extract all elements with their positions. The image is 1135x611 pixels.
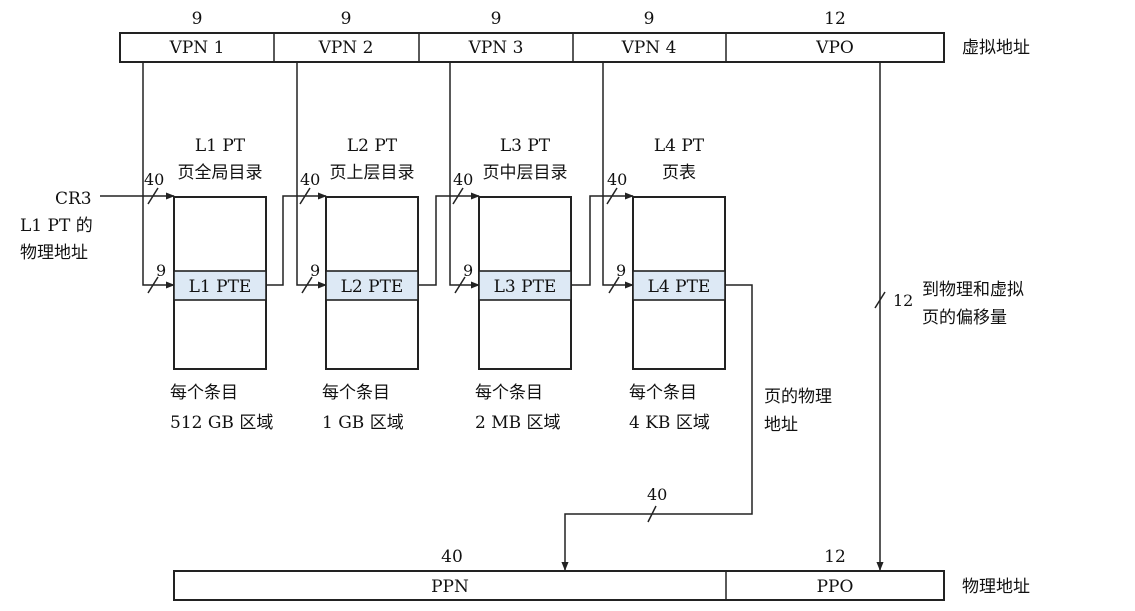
pte-label: L1 PTE — [189, 277, 252, 297]
bus-slash — [874, 291, 886, 309]
input-bits-label: 40 — [300, 170, 320, 189]
entry-desc-line1: 每个条目 — [322, 383, 390, 403]
pte-entry — [632, 270, 726, 301]
bus-slash — [606, 187, 618, 205]
va-bits-vpn3: 9 — [491, 9, 502, 29]
cr3-desc-line2: 物理地址 — [20, 243, 88, 263]
physical-address-frame — [173, 570, 945, 601]
ppn-path: 40 页的物理 地址 — [561, 284, 832, 571]
va-bits-vpo: 12 — [824, 9, 846, 29]
table-title: L1 PT — [195, 136, 246, 156]
entry-desc-line1: 每个条目 — [170, 383, 238, 403]
physical-address-label: 物理地址 — [962, 577, 1030, 597]
index-bits-label: 9 — [156, 261, 166, 280]
table-subtitle: 页中层目录 — [483, 163, 568, 183]
offset-bits: 12 — [893, 291, 913, 310]
va-field-vpn4: VPN 4 — [621, 38, 677, 58]
l4-pte-to-ppn-arrow — [561, 284, 753, 571]
entry-desc-line2: 4 KB 区域 — [629, 413, 710, 433]
index-bits-label: 9 — [616, 261, 626, 280]
virtual-address-bar: VPN 1 VPN 2 VPN 3 VPN 4 VPO 9 9 9 9 12 虚… — [119, 9, 1030, 63]
virtual-address-frame — [119, 32, 945, 63]
va-bits-vpn1: 9 — [192, 9, 203, 29]
va-field-vpn3: VPN 3 — [468, 38, 524, 58]
pa-bits-ppn: 40 — [441, 547, 463, 567]
va-bits-vpn2: 9 — [341, 9, 352, 29]
bus-slash — [452, 187, 464, 205]
va-field-vpn1: VPN 1 — [169, 38, 225, 58]
entry-desc-line2: 512 GB 区域 — [170, 413, 273, 433]
offset-path: 12 到物理和虚拟 页的偏移量 — [874, 62, 1024, 571]
pte-label: L4 PTE — [648, 277, 711, 297]
pa-bits-ppo: 12 — [824, 547, 846, 567]
page-table-l3: L3 PT 页中层目录 40 L3 PTE 9 每个条目 2 MB 区域 — [418, 62, 572, 433]
input-bits-label: 40 — [453, 170, 473, 189]
cr3-label: CR3 — [55, 189, 92, 209]
bus-slash — [147, 187, 159, 205]
va-field-vpn2: VPN 2 — [318, 38, 374, 58]
pte-label: L2 PTE — [341, 277, 404, 297]
virtual-address-label: 虚拟地址 — [962, 38, 1030, 58]
ppn-path-bits: 40 — [647, 485, 667, 504]
bus-slash — [147, 276, 159, 294]
input-bits-label: 40 — [607, 170, 627, 189]
entry-desc-line1: 每个条目 — [629, 383, 697, 403]
entry-desc-line2: 2 MB 区域 — [475, 413, 561, 433]
cr3-register: CR3 L1 PT 的 物理地址 — [20, 187, 175, 263]
table-title: L3 PT — [500, 136, 551, 156]
table-subtitle: 页表 — [662, 163, 696, 183]
ppn-note-line1: 页的物理 — [764, 387, 832, 407]
bus-slash — [299, 187, 311, 205]
physical-address-bar: PPN PPO 40 12 物理地址 — [173, 547, 1030, 601]
vpn-index-arrow — [602, 62, 634, 289]
offset-note-line2: 页的偏移量 — [922, 308, 1007, 328]
table-subtitle: 页上层目录 — [330, 163, 415, 183]
vpn-index-arrow — [449, 62, 480, 289]
bus-slash — [647, 505, 657, 523]
pa-field-ppo: PPO — [817, 577, 854, 597]
offset-note-line1: 到物理和虚拟 — [922, 280, 1024, 300]
cr3-desc-line1: L1 PT 的 — [20, 216, 93, 236]
table-subtitle: 页全局目录 — [178, 163, 263, 183]
pte-label: L3 PTE — [494, 277, 557, 297]
bus-slash — [608, 276, 620, 294]
ppn-note-line2: 地址 — [764, 415, 798, 435]
vpn-index-arrow — [142, 62, 175, 289]
entry-desc-line1: 每个条目 — [475, 383, 543, 403]
index-bits-label: 9 — [463, 261, 473, 280]
table-title: L4 PT — [654, 136, 705, 156]
input-bits-label: 40 — [144, 170, 164, 189]
entry-desc-line2: 1 GB 区域 — [322, 413, 404, 433]
pa-field-ppn: PPN — [431, 577, 469, 597]
page-table-l2: L2 PT 页上层目录 40 L2 PTE 9 每个条目 1 GB 区域 — [266, 62, 419, 433]
va-field-vpo: VPO — [815, 38, 854, 58]
vpn-index-arrow — [296, 62, 327, 289]
page-table-l4: L4 PT 页表 40 L4 PTE 9 每个条目 4 KB 区域 — [571, 62, 726, 433]
page-table-l1: L1 PT 页全局目录 40 L1 PTE 9 每个条目 512 GB 区域 — [142, 62, 273, 433]
va-bits-vpn4: 9 — [644, 9, 655, 29]
table-title: L2 PT — [347, 136, 398, 156]
bus-slash — [301, 276, 313, 294]
index-bits-label: 9 — [310, 261, 320, 280]
bus-slash — [454, 276, 466, 294]
